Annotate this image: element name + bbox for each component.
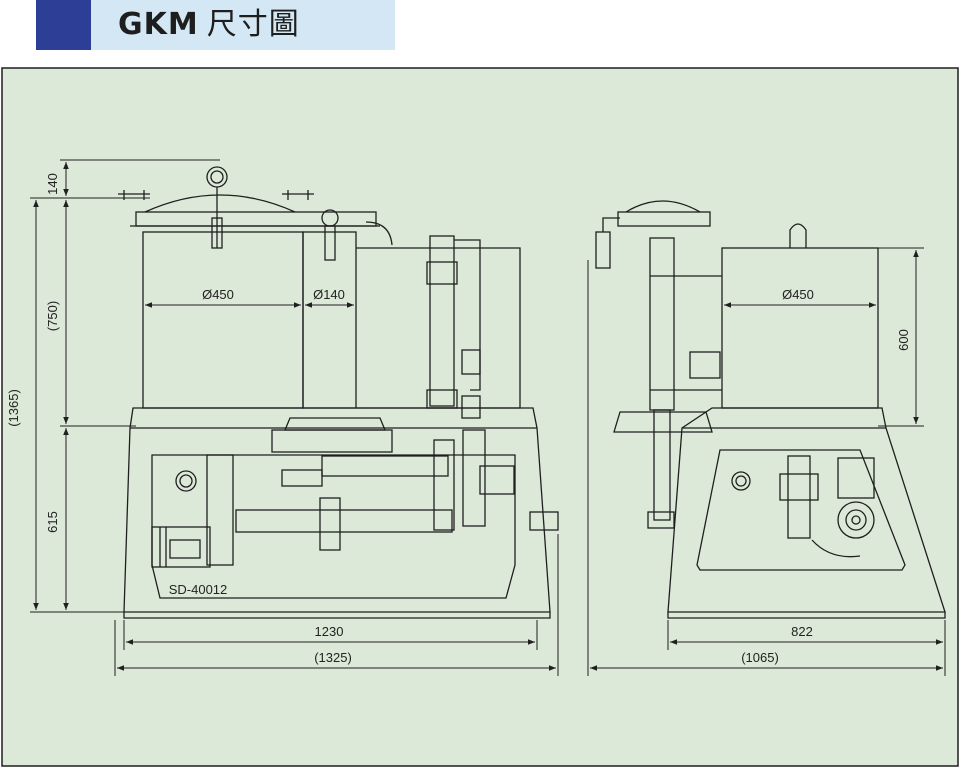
front-sight-glass	[175, 470, 197, 492]
label-side-width-outer: (1065)	[741, 650, 779, 665]
front-view	[118, 166, 559, 619]
side-cabinet-opening	[696, 449, 906, 571]
title-cjk: 尺寸圖	[206, 7, 300, 42]
front-dimensions	[30, 159, 559, 676]
label-height-total: (1365)	[6, 389, 21, 427]
front-motor-box	[169, 539, 201, 559]
label-side-width-inner: 822	[791, 624, 813, 639]
side-main-tank	[721, 247, 879, 409]
front-vertical-pipe	[429, 235, 455, 407]
model-name: GKM	[118, 7, 199, 42]
front-motor	[151, 526, 211, 568]
side-sight-glass	[731, 471, 751, 491]
header-band	[91, 0, 395, 50]
label-model-code: SD-40012	[169, 582, 228, 597]
front-stand-foot	[123, 612, 551, 619]
side-flange	[617, 211, 711, 227]
front-outlet	[529, 511, 559, 531]
label-side-dia-main: Ø450	[782, 287, 814, 302]
label-dia-main: Ø450	[202, 287, 234, 302]
front-small-filter	[302, 231, 357, 409]
label-height-upper: (750)	[45, 301, 60, 331]
label-width-outer: (1325)	[314, 650, 352, 665]
label-width-inner: 1230	[315, 624, 344, 639]
front-clamp-right	[282, 190, 314, 200]
front-return-pipe	[454, 239, 481, 391]
label-height-top: 140	[45, 173, 60, 195]
front-tank-lid	[144, 194, 296, 213]
label-dia-small: Ø140	[313, 287, 345, 302]
front-valve	[211, 217, 223, 249]
label-height-lower: 615	[45, 511, 60, 533]
side-collar	[613, 411, 713, 433]
front-pipe-lower	[235, 509, 453, 533]
side-view	[595, 200, 946, 619]
side-pump-motor	[837, 457, 875, 499]
side-dimensions	[587, 247, 946, 676]
side-vertical-pipe	[787, 455, 811, 539]
side-pump	[837, 501, 875, 539]
side-vent	[789, 223, 807, 248]
header-accent-block	[36, 0, 91, 50]
front-pipe-upper	[321, 455, 449, 477]
label-side-height-tank: 600	[896, 329, 911, 351]
side-drain-pipe	[653, 409, 671, 521]
